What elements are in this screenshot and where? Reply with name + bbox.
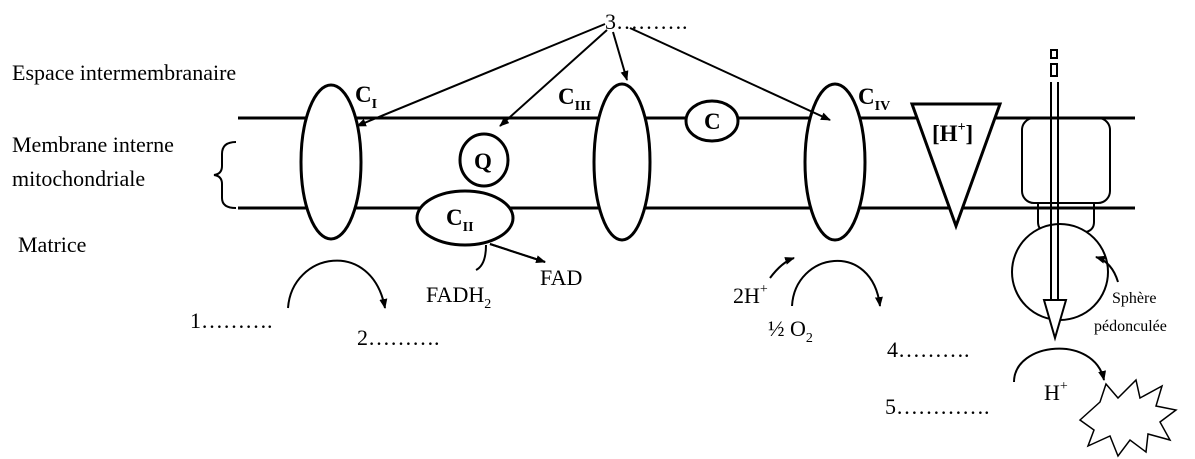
proton-uptake-arrow — [769, 257, 795, 279]
blank-2-label: 2………. — [357, 325, 440, 350]
cytochrome-c-label: C — [704, 109, 721, 134]
proton-gradient-triangle — [909, 102, 1003, 231]
energy-starburst — [1078, 378, 1178, 458]
atp-synthase-label-line2: pédonculée — [1094, 318, 1167, 335]
complex-3-label: CIII — [558, 84, 591, 114]
complex-1-shape — [299, 83, 363, 241]
complex-2-label: CII — [446, 205, 474, 235]
arrow-3-to-complex-1 — [356, 23, 606, 127]
complex-4-label: CIV — [858, 84, 890, 114]
membrane-brace — [213, 141, 237, 209]
atp-synthase-membrane-part — [1021, 117, 1111, 204]
blank-3-label: 3………. — [605, 9, 688, 34]
complex-3-shape — [592, 82, 652, 242]
atp-synthase-label-line1: Sphère — [1112, 290, 1156, 307]
complex-2-shape — [415, 189, 515, 247]
h-plus-label: H+ — [1044, 379, 1068, 405]
proton-gradient-label: [H+] — [932, 120, 973, 146]
complex-1-label: CI — [355, 82, 377, 112]
blank-5-label: 5…………. — [885, 394, 990, 419]
ubiquinone-q-shape — [458, 132, 510, 188]
intermembrane-space-label: Espace intermembranaire — [12, 60, 236, 85]
matrix-label: Matrice — [18, 232, 86, 257]
half-o2-label: ½ O2 — [768, 316, 813, 346]
two-h-plus-label: 2H+ — [733, 282, 768, 308]
fad-label: FAD — [540, 265, 582, 290]
arrow-3-to-ubiquinone — [499, 29, 608, 127]
fad-arrow — [489, 243, 546, 264]
blank-4-label: 4………. — [887, 337, 970, 362]
cytochrome-c-shape — [684, 99, 740, 143]
fadh2-label: FADH2 — [426, 282, 491, 312]
proton-channel-arrowhead — [1042, 299, 1068, 342]
complex-1-reaction-arrow — [287, 259, 388, 309]
sphere-label-pointer — [1095, 255, 1119, 283]
blank-1-label: 1………. — [190, 308, 273, 333]
complex-4-reaction-arrow — [791, 259, 883, 307]
complex-2-reaction-arrow — [475, 243, 546, 271]
arrow-3-to-complex-4 — [629, 27, 831, 121]
complex-4-shape — [803, 82, 867, 242]
proton-channel-top-2 — [1050, 63, 1058, 77]
inner-membrane-label-line2: mitochondriale — [12, 166, 145, 191]
proton-channel-top-1 — [1050, 49, 1058, 59]
inner-membrane-label-line1: Membrane interne — [12, 132, 174, 157]
ubiquinone-q-label: Q — [474, 149, 492, 174]
atp-synthesis-arrow — [1013, 347, 1106, 383]
arrow-3-to-complex-3 — [612, 31, 629, 81]
